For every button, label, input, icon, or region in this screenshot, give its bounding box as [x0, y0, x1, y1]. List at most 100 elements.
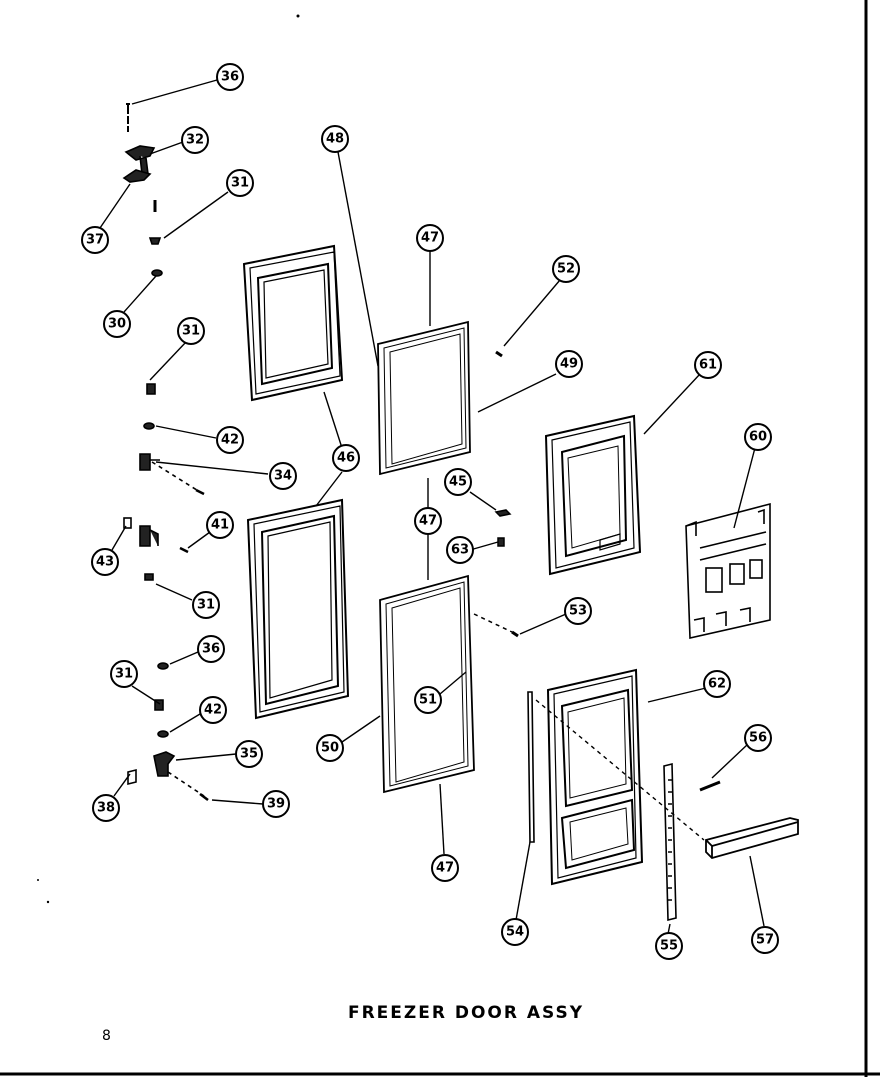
callout-43: 43	[91, 548, 119, 576]
hinge-strip	[663, 762, 677, 922]
callout-35: 35	[235, 740, 263, 768]
svg-text:55: 55	[660, 939, 678, 954]
svg-text:54: 54	[506, 925, 524, 940]
side-strip	[527, 691, 535, 843]
svg-text:36: 36	[202, 642, 220, 657]
washer-part	[157, 730, 169, 738]
speck	[296, 14, 300, 18]
center-hardware	[473, 350, 519, 638]
callout-42: 42	[216, 426, 244, 454]
svg-text:31: 31	[231, 176, 249, 191]
callout-36: 36	[216, 63, 244, 91]
leader-lines	[99, 79, 765, 935]
speck	[37, 879, 39, 881]
center-hinge-part	[139, 453, 160, 471]
callout-56: 56	[744, 724, 772, 752]
callout-62: 62	[703, 670, 731, 698]
callout-31: 31	[226, 169, 254, 197]
callout-55: 55	[655, 932, 683, 960]
bottom-hinge-part	[153, 751, 176, 777]
gasket-lower	[246, 498, 350, 720]
svg-text:56: 56	[749, 731, 767, 746]
svg-text:35: 35	[240, 747, 258, 762]
callout-47: 47	[431, 854, 459, 882]
bushing-part	[146, 383, 156, 395]
hinge-hardware-group	[122, 103, 209, 801]
callouts: 36 32 37 31 30 31 42 34 41 43 31 36 31 4…	[81, 63, 779, 960]
svg-text:34: 34	[274, 469, 292, 484]
svg-text:46: 46	[337, 451, 355, 466]
callout-49: 49	[555, 350, 583, 378]
callout-50: 50	[316, 734, 344, 762]
svg-text:36: 36	[221, 70, 239, 85]
svg-text:61: 61	[699, 358, 717, 373]
hinge-bracket-part	[122, 169, 152, 183]
callout-60: 60	[744, 423, 772, 451]
washer-part	[157, 662, 169, 670]
liner-lower	[379, 574, 475, 794]
callout-61: 61	[694, 351, 722, 379]
screw-part	[495, 350, 503, 358]
door-panel-upper	[544, 414, 642, 576]
callout-41: 41	[206, 511, 234, 539]
gasket-upper	[242, 244, 344, 402]
svg-text:53: 53	[569, 604, 587, 619]
callout-34: 34	[269, 462, 297, 490]
assembly-line	[151, 461, 201, 493]
callout-63: 63	[446, 536, 474, 564]
screw-part	[511, 630, 519, 638]
callout-31: 31	[110, 660, 138, 688]
svg-text:52: 52	[557, 262, 575, 277]
svg-text:38: 38	[97, 801, 115, 816]
washer-part	[151, 269, 163, 277]
callout-30: 30	[103, 310, 131, 338]
bushing-part	[148, 237, 162, 245]
svg-text:43: 43	[96, 555, 114, 570]
washer-part	[143, 422, 155, 430]
page-number: 8	[102, 1028, 111, 1044]
svg-text:51: 51	[419, 693, 437, 708]
callout-54: 54	[501, 918, 529, 946]
clip-part	[497, 537, 505, 547]
callout-31: 31	[177, 317, 205, 345]
svg-text:42: 42	[221, 433, 239, 448]
svg-text:47: 47	[436, 861, 454, 876]
callout-51: 51	[414, 686, 442, 714]
svg-text:63: 63	[451, 543, 469, 558]
svg-text:47: 47	[421, 231, 439, 246]
callout-37: 37	[81, 226, 109, 254]
svg-text:42: 42	[204, 703, 222, 718]
door-panel-lower	[546, 668, 644, 886]
bracket-part	[127, 768, 137, 786]
callout-42: 42	[199, 696, 227, 724]
callout-53: 53	[564, 597, 592, 625]
svg-text:62: 62	[708, 677, 726, 692]
control-housing	[685, 502, 771, 639]
callout-32: 32	[181, 126, 209, 154]
svg-text:32: 32	[186, 133, 204, 148]
svg-text:50: 50	[321, 741, 339, 756]
callout-36: 36	[197, 635, 225, 663]
bracket-part	[123, 517, 132, 529]
speck	[46, 900, 50, 904]
callout-57: 57	[751, 926, 779, 954]
callout-38: 38	[92, 794, 120, 822]
screw-part	[179, 546, 189, 554]
svg-text:31: 31	[182, 324, 200, 339]
screw-part	[126, 103, 130, 132]
svg-text:39: 39	[267, 797, 285, 812]
callout-39: 39	[262, 790, 290, 818]
svg-text:45: 45	[449, 475, 467, 490]
clip-part	[494, 509, 512, 517]
callout-52: 52	[552, 255, 580, 283]
top-hinge-part	[124, 145, 156, 175]
callout-31: 31	[192, 591, 220, 619]
callout-45: 45	[444, 468, 472, 496]
assembly-line	[473, 613, 513, 633]
svg-text:31: 31	[115, 667, 133, 682]
callout-46: 46	[332, 444, 360, 472]
svg-text:47: 47	[419, 514, 437, 529]
svg-text:48: 48	[326, 132, 344, 147]
handle-bracket	[705, 817, 799, 860]
svg-text:49: 49	[560, 357, 578, 372]
